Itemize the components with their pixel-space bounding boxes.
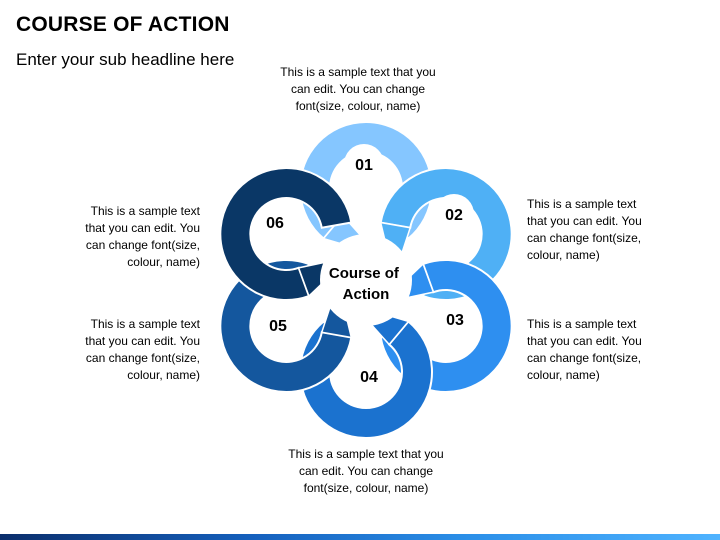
center-label-line-2: Action [343, 286, 390, 303]
center-label-line-1: Course of [329, 265, 400, 282]
description-right-upper: This is a sample text that you can edit.… [527, 197, 642, 262]
description-right-lower: This is a sample text that you can edit.… [527, 317, 642, 382]
number-badge-02 [434, 194, 474, 234]
ring-segment-06 [219, 167, 353, 301]
page-title: COURSE OF ACTION [16, 13, 230, 36]
number-badge-05 [258, 305, 298, 345]
description-left-lower: This is a sample text that you can edit.… [85, 317, 200, 382]
description-top: This is a sample text that you can edit.… [280, 65, 436, 113]
center-disc [320, 234, 412, 326]
description-bottom: This is a sample text that you can edit.… [288, 447, 444, 495]
number-badge-04 [349, 356, 389, 396]
page-subtitle: Enter your sub headline here [16, 50, 235, 69]
description-left-upper: This is a sample text that you can edit.… [85, 204, 200, 269]
number-badge-01 [344, 144, 384, 184]
step-number-05: 05 [269, 318, 287, 335]
step-number-02: 02 [445, 207, 463, 224]
step-number-06: 06 [266, 215, 284, 232]
center-label: Course of Action [329, 265, 403, 303]
footer-accent-bar [0, 534, 720, 540]
step-number-03: 03 [446, 312, 464, 329]
number-badge-06 [255, 202, 295, 242]
step-number-04: 04 [360, 369, 378, 386]
step-number-01: 01 [355, 157, 373, 174]
ring-segment-05 [219, 259, 353, 393]
number-badge-03 [435, 299, 475, 339]
